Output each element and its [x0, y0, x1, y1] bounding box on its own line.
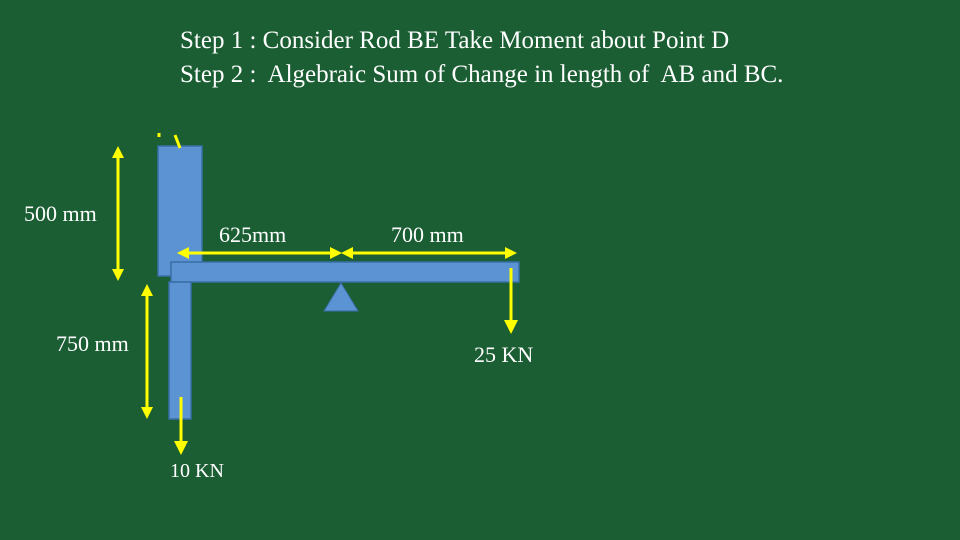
- dim-700-arrowhead-right: [505, 247, 517, 259]
- dim-750-arrowhead-bottom: [141, 407, 153, 419]
- dim-700-label: 700 mm: [391, 222, 464, 247]
- horizontal-bar: [170, 261, 520, 283]
- load-10kn-label: 10 KN: [170, 460, 224, 482]
- dim-750-arrowhead-top: [141, 284, 153, 296]
- pin-support: [323, 282, 359, 312]
- step-2-text: Step 2 : Algebraic Sum of Change in leng…: [180, 61, 784, 88]
- dim-500-label: 500 mm: [24, 201, 97, 226]
- upper-rod: [157, 145, 203, 277]
- load-25kn-arrowhead: [504, 320, 518, 334]
- load-25kn-label: 25 KN: [474, 342, 534, 367]
- top-slant-mark: [173, 134, 182, 149]
- dim-625-arrowhead-right: [330, 247, 342, 259]
- step-1-text: Step 1 : Consider Rod BE Take Moment abo…: [180, 27, 730, 54]
- dim-500-arrowhead-top: [112, 146, 124, 158]
- dim-625-label: 625mm: [219, 222, 287, 247]
- dim-500-arrowhead-bottom: [112, 269, 124, 281]
- dim-750-label: 750 mm: [56, 331, 129, 356]
- dim-625-arrowhead-left: [177, 247, 189, 259]
- load-10kn-arrowhead: [174, 441, 188, 455]
- dim-700-arrowhead-left: [341, 247, 353, 259]
